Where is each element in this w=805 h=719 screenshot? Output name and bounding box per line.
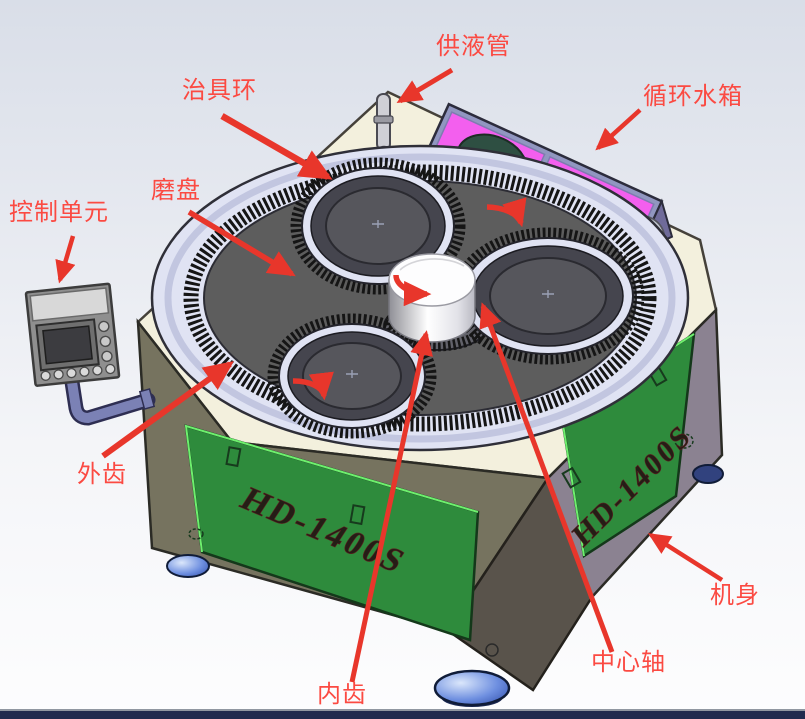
control-bottom-buttons <box>40 363 116 381</box>
arrow-jig-ring <box>220 113 333 180</box>
bottom-divider-line <box>0 709 805 711</box>
arrow-supply-pipe <box>396 67 454 104</box>
label-machine-body: 机身 <box>710 583 760 609</box>
rotation-arrow-bottom-left <box>292 371 334 401</box>
arrow-center-shaft <box>479 302 615 653</box>
rotation-arrow-shaft <box>393 274 432 307</box>
label-center-shaft: 中心轴 <box>591 650 666 676</box>
label-jig-ring: 治具环 <box>182 78 257 104</box>
jig-ring-right <box>451 227 645 365</box>
label-circulating-tank: 循环水箱 <box>643 84 743 110</box>
arrow-tank <box>595 108 642 151</box>
arrow-grinding-disc <box>187 209 296 277</box>
label-grinding-disc: 磨盘 <box>151 178 201 204</box>
machine-foot-left <box>166 554 210 578</box>
arrow-inner-teeth <box>349 330 433 683</box>
control-screen <box>42 325 93 365</box>
outer-teeth-ring <box>183 164 657 432</box>
label-supply-pipe: 供液管 <box>436 34 511 60</box>
corner-screw <box>485 643 499 657</box>
label-outer-teeth: 外齿 <box>77 462 127 488</box>
rotation-arrow-top <box>486 197 527 228</box>
rotation-arrows <box>292 197 527 401</box>
jig-ring-top <box>290 157 466 295</box>
control-side-buttons <box>98 320 113 362</box>
annotation-arrows <box>55 67 724 683</box>
label-control-unit: 控制单元 <box>9 200 109 226</box>
bottom-bar <box>0 711 805 719</box>
platter-assembly <box>150 144 690 452</box>
arrow-machine-body <box>647 533 724 582</box>
center-shaft <box>388 253 476 343</box>
machine-foot-front <box>433 669 511 707</box>
control-unit <box>24 282 156 426</box>
machine-foot-right <box>692 464 724 484</box>
arrow-outer-teeth <box>101 361 234 459</box>
label-inner-teeth: 内齿 <box>317 682 367 708</box>
control-panel-top-strip <box>29 287 110 322</box>
arrow-control-unit <box>55 235 76 284</box>
